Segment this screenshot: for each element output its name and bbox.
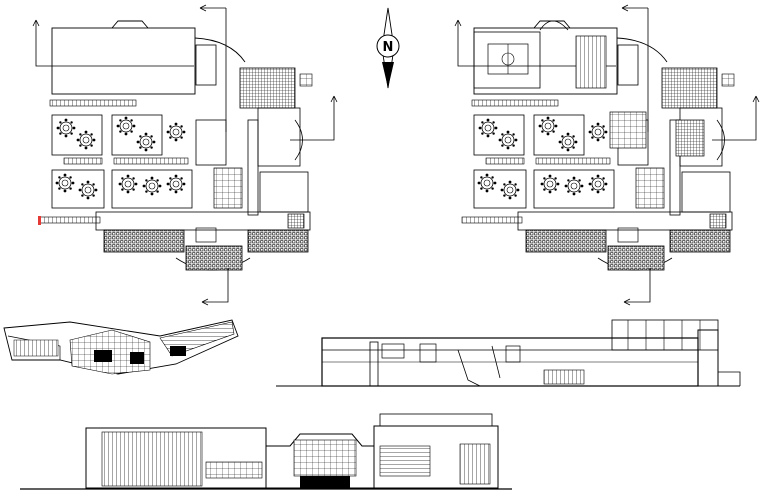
red-marker bbox=[38, 216, 41, 225]
longitudinal-section bbox=[276, 319, 741, 387]
north-arrow-glyph: N bbox=[383, 40, 394, 55]
north-arrow: N bbox=[376, 7, 400, 89]
ground-floor-plan bbox=[33, 5, 337, 305]
first-floor-plan bbox=[455, 5, 759, 305]
aerial-perspective bbox=[3, 319, 239, 375]
front-elevation bbox=[20, 413, 512, 490]
